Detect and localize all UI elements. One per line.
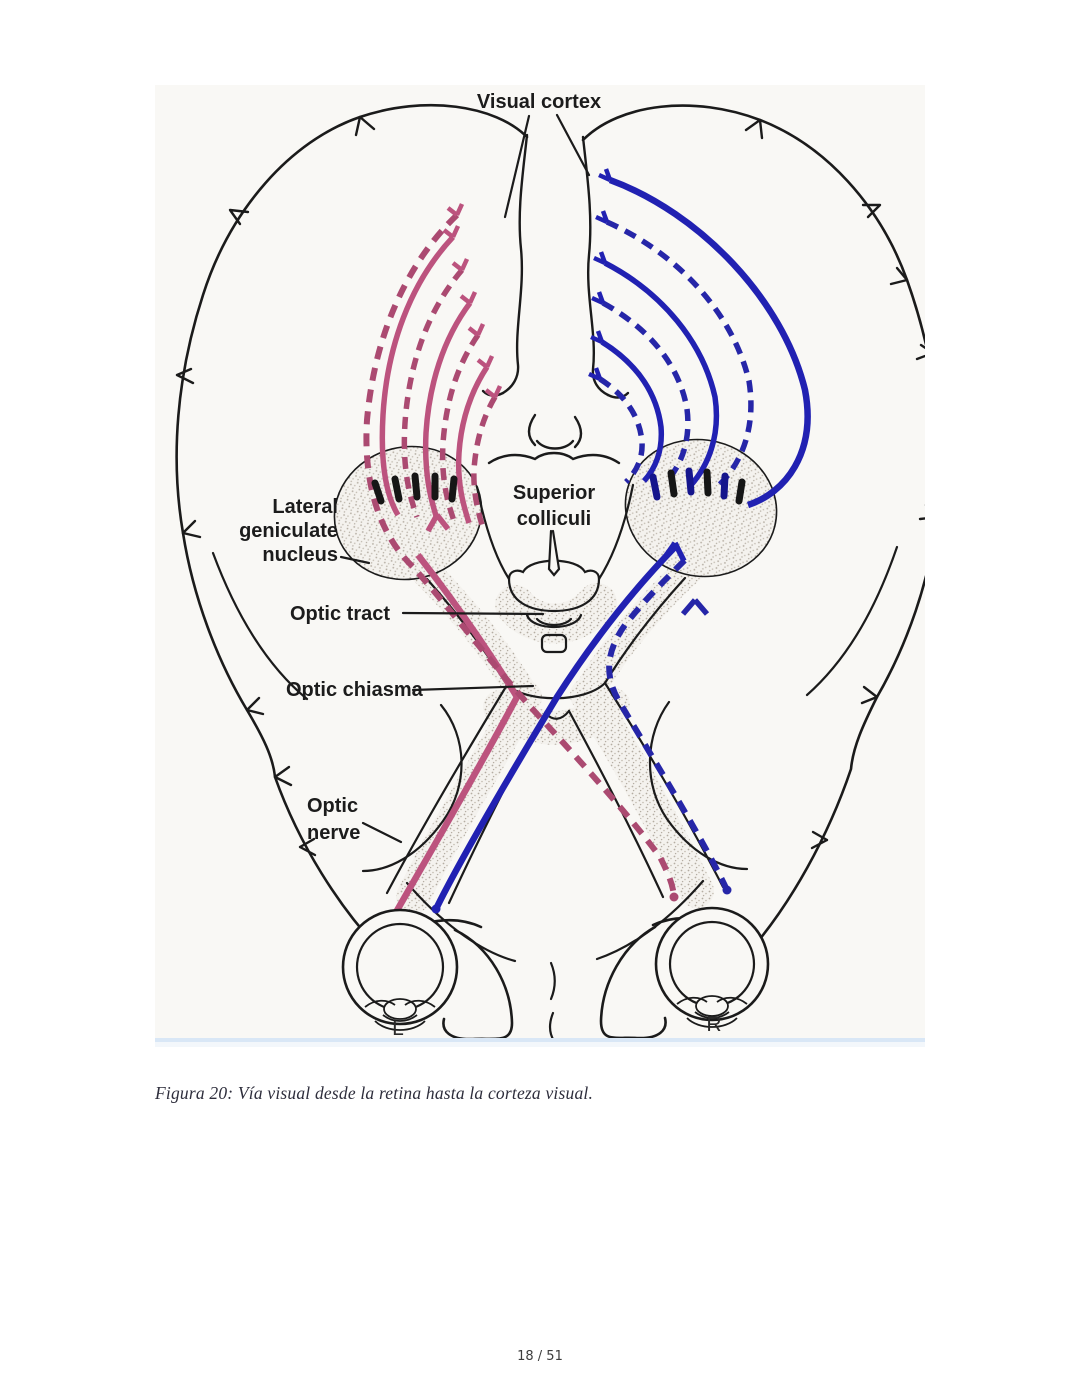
label-lgn-line2: geniculate [239,520,338,542]
label-optic-nerve-line2: nerve [307,822,360,844]
superior-colliculi-arrow [547,529,561,577]
page-number: 18 / 51 [517,1349,563,1364]
label-visual-cortex: Visual cortex [477,91,601,113]
label-superior-colliculi-line1: Superior [513,482,595,504]
label-optic-tract: Optic tract [290,603,390,625]
longitudinal-fissure [481,133,630,465]
optic-chiasma-pointer [411,684,535,692]
label-pointer-lines [339,113,591,844]
visual-pathway-diagram: Visual cortex Lateral geniculate nucleus… [155,91,925,1047]
figure-visual-pathway: Visual cortex Lateral geniculate nucleus… [155,85,925,1047]
visual-cortex-pointer-left [503,114,531,219]
figure-caption: Figura 20: Vía visual desde la retina ha… [155,1083,594,1103]
sulci-notches [175,115,925,857]
eyes [341,906,770,1031]
optic-tract-pointer [401,611,545,616]
blue-pathway [431,168,811,914]
label-left-eye: L [392,1017,404,1040]
anatomy-labels: Visual cortex Lateral geniculate nucleus… [239,91,722,1040]
label-right-eye: R [706,1013,721,1036]
label-lgn-line1: Lateral [272,496,338,518]
visual-cortex-pointer-right [555,113,591,177]
scan-edge-strip [155,1038,925,1042]
label-optic-nerve-line1: Optic [307,795,358,817]
label-optic-chiasma: Optic chiasma [286,679,424,701]
optic-nerve-pointer [361,821,403,844]
scan-edge-strip-2 [155,1042,925,1047]
label-lgn-line3: nucleus [262,544,338,566]
pink-pathway [363,203,679,919]
brain-outline [175,103,925,1043]
label-superior-colliculi-line2: colliculi [517,508,591,530]
lgn-fiber-terminals [371,467,746,505]
lgn-pointer [339,555,371,565]
